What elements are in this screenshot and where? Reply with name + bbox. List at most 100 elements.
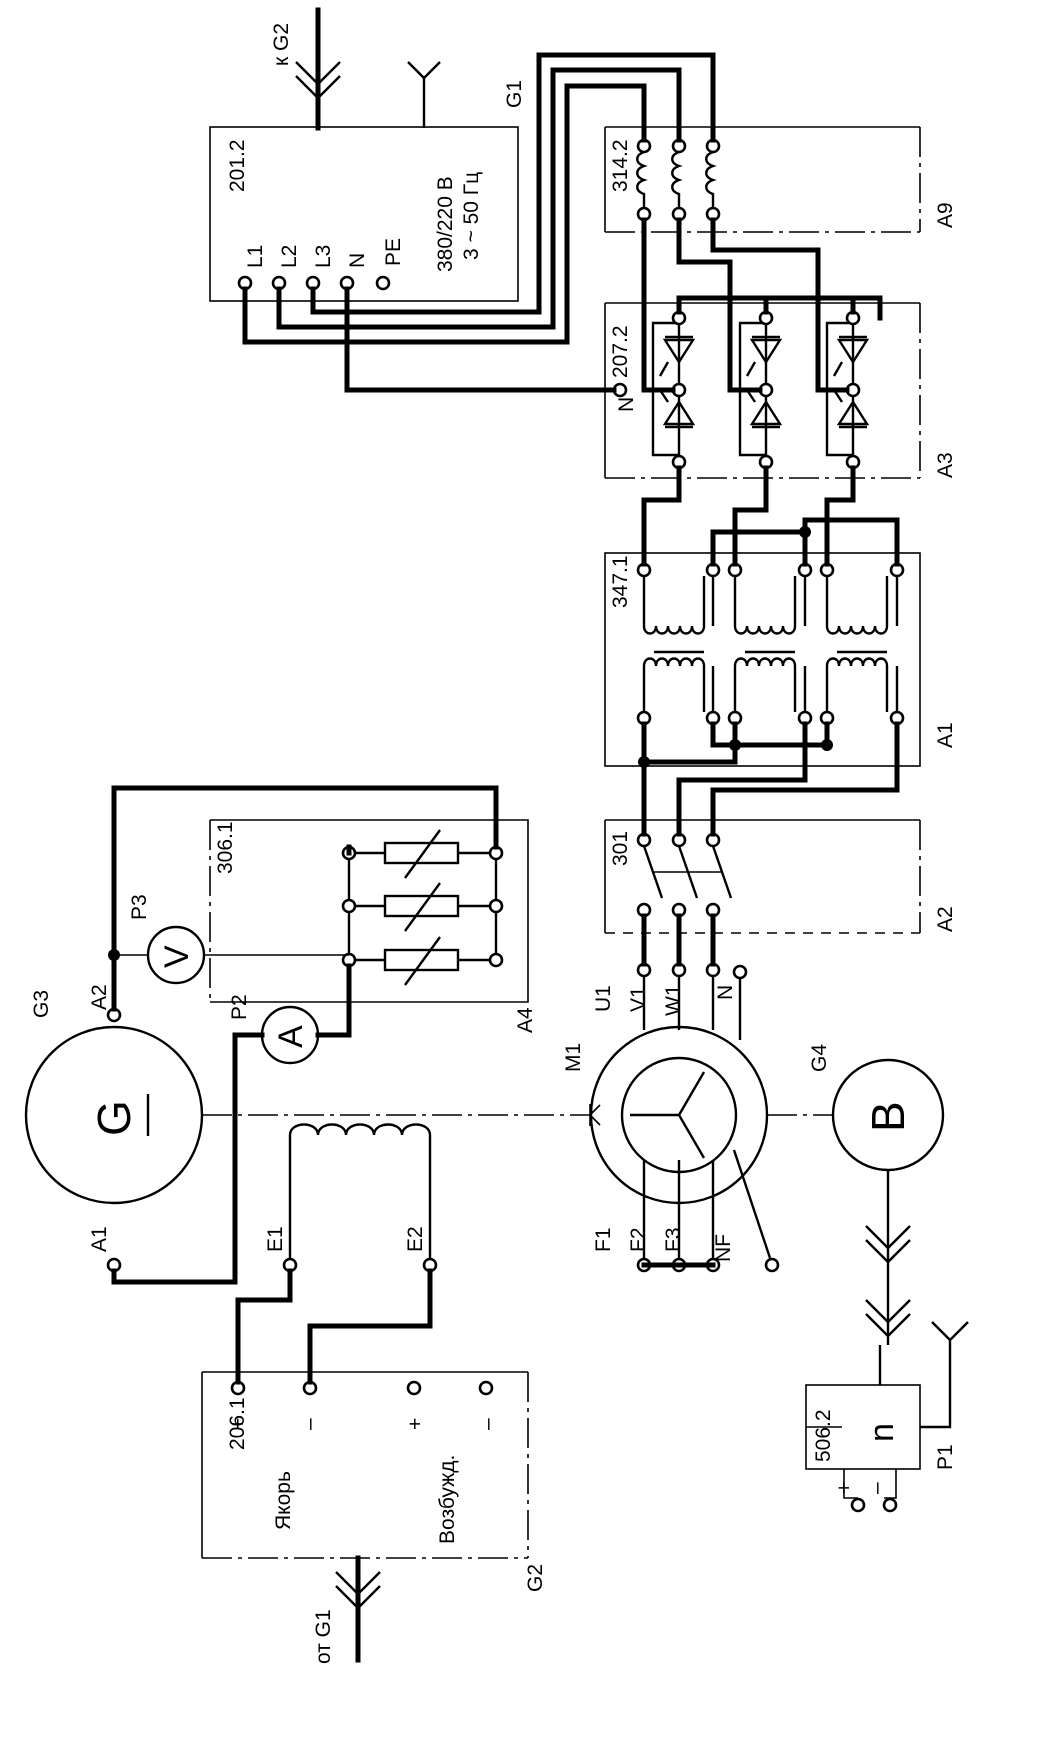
voltmeter-p3-symbol: V (158, 945, 196, 968)
wire-g3-a1-ammeter (111, 1032, 265, 1285)
motor-m1-f3-label: F3 (662, 1227, 685, 1252)
module-a3-tag: A3 (934, 452, 957, 478)
voltmeter-p3: V P3 (128, 894, 206, 985)
tacho-g4-symbol: B (862, 1101, 914, 1132)
wire-e1-g2 (235, 1268, 293, 1385)
ammeter-p2: A P2 (228, 994, 320, 1065)
terminal-n-label: N (346, 253, 369, 268)
module-a1: 347.1 A1 (604, 552, 957, 767)
transformer-3 (819, 562, 905, 726)
module-p1-minus: – (865, 1482, 888, 1494)
tacho-g4-chevron-a (865, 1225, 911, 1264)
link-to-g2-chevron (295, 61, 341, 100)
module-a3-code: 207.2 (609, 325, 632, 378)
module-a4-frame (210, 819, 529, 1003)
resistor-bank (341, 829, 504, 986)
wire-a1-a2-3 (710, 721, 900, 815)
tacho-g4-chevron-b (865, 1299, 911, 1338)
terminal-l2-label: L2 (278, 245, 301, 268)
p1-antenna-icon (920, 1321, 969, 1429)
p1-minus-terminal (882, 1497, 898, 1513)
wire-ammeter-load (315, 963, 352, 1038)
module-g2-plus2: + (404, 1418, 427, 1430)
module-p1-tag: P1 (934, 1444, 957, 1470)
module-g1: 201.2 G1 380/220 В 3 ~ 50 Гц L1 L2 L3 N … (209, 7, 526, 302)
wire-a2-motor (641, 913, 716, 967)
wire-a3-a1-3 (824, 465, 856, 567)
wire-a9-a3-3 (710, 217, 850, 393)
motor-m1-n (732, 964, 748, 980)
module-a9-tag: A9 (934, 202, 957, 228)
wire-a9-a3-2 (676, 217, 763, 393)
module-g1-code: 201.2 (226, 139, 249, 192)
g2-excitation-minus (478, 1380, 494, 1396)
module-g2-plus1: + (227, 1418, 250, 1430)
module-a9: 314.2 A9 (604, 126, 957, 233)
module-g2-tag: G2 (524, 1564, 547, 1592)
wire-l2 (276, 67, 682, 330)
module-g2-minus2: – (476, 1418, 499, 1430)
motor-m1-f2-label: F2 (627, 1227, 650, 1252)
wire-a1-a2-2 (676, 721, 830, 815)
excitation-e1-label: E1 (264, 1226, 287, 1252)
motor-m1-u1-label: U1 (592, 985, 615, 1012)
module-a4-tag: A4 (514, 1007, 537, 1033)
module-a1-code: 347.1 (609, 555, 632, 608)
wire-a1-a2-1 (641, 721, 738, 815)
wire-a2-inputs (641, 809, 716, 837)
a9-reactor-1 (636, 150, 648, 208)
module-a2-tag: A2 (934, 906, 957, 932)
module-a4: 306.1 A4 (209, 819, 537, 1033)
excitation-winding: E1 E2 (264, 1123, 438, 1273)
terminal-l1-label: L1 (244, 245, 267, 268)
wire-l1 (242, 83, 647, 345)
antenna-icon (407, 61, 441, 128)
wire-e2-g2 (307, 1268, 433, 1385)
generator-g3-symbol: G (88, 1100, 140, 1136)
motor-m1-w1-label: W1 (662, 985, 685, 1017)
generator-g3: G G3 A2 A1 (24, 984, 204, 1273)
excitation-e2-label: E2 (404, 1226, 427, 1252)
module-p1-symbol: n (863, 1423, 901, 1442)
generator-g3-a2-label: A2 (88, 984, 111, 1010)
motor-m1-stator-leads (642, 970, 742, 1040)
module-a1-frame (604, 552, 921, 767)
transformer-2 (727, 562, 813, 726)
module-g2-armature-label: Якорь (272, 1471, 295, 1530)
motor-m1-tag: M1 (562, 1043, 585, 1072)
motor-m1-f1-label: F1 (592, 1227, 615, 1252)
module-g1-voltage: 380/220 В (434, 176, 457, 272)
link-from-g1-chevron (335, 1571, 381, 1610)
a9-reactor-3 (705, 150, 717, 208)
ammeter-p2-tag: P2 (228, 994, 251, 1020)
module-p1-plus: + (833, 1482, 856, 1494)
tacho-g4: B G4 (808, 1044, 945, 1345)
motor-m1-star-icon (630, 1071, 706, 1159)
wire-a3-star-top (676, 295, 883, 321)
link-to-g2-label: к G2 (270, 23, 293, 66)
module-a4-code: 306.1 (214, 821, 237, 874)
generator-g3-tag: G3 (30, 990, 53, 1018)
voltmeter-p3-tag: P3 (128, 894, 151, 920)
three-pole-switch (636, 832, 733, 918)
module-a2: 301 A2 (604, 819, 957, 934)
wire-a3-a1-2 (732, 465, 769, 567)
link-from-g1-label: от G1 (312, 1609, 335, 1664)
module-g1-tag: G1 (503, 80, 526, 108)
ammeter-p2-symbol: A (272, 1025, 310, 1048)
motor-m1-n-label: N (714, 985, 737, 1000)
terminal-pe-label: PE (382, 238, 405, 266)
module-p1: 506.2 P1 n + – (805, 1321, 969, 1513)
motor-m1: M1 U1 V1 W1 N F1 F2 F3 NF (562, 962, 780, 1273)
terminal-l3-label: L3 (312, 245, 335, 268)
generator-g3-a1-label: A1 (88, 1226, 111, 1252)
a9-reactor-2 (671, 150, 683, 208)
motor-m1-v1-label: V1 (627, 986, 650, 1012)
module-g2-code: 206.1 (226, 1397, 249, 1450)
terminal-pe (375, 275, 391, 291)
module-a3-neutral-label: N (615, 397, 638, 412)
module-p1-code: 506.2 (812, 1409, 835, 1462)
module-a2-code: 301 (609, 831, 632, 866)
